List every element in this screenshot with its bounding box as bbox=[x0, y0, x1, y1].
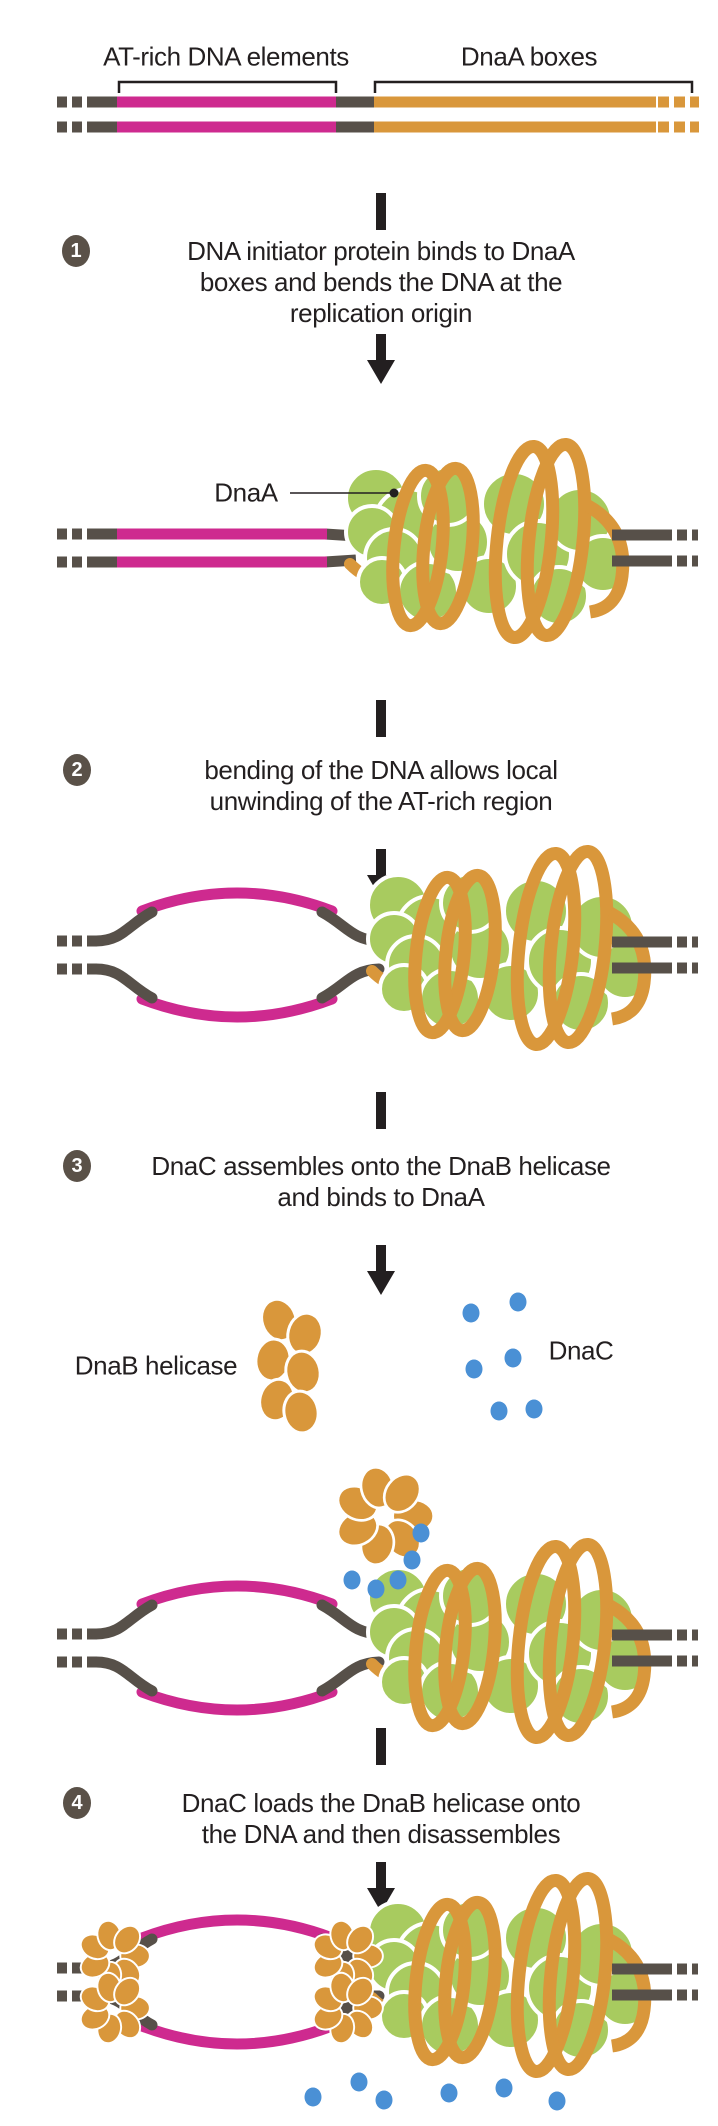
step-3-badge: 3 bbox=[63, 1150, 91, 1182]
dnab-helicase-left-bottom bbox=[75, 1969, 151, 2047]
step-2-number: 2 bbox=[71, 758, 83, 781]
step-1-badge: 1 bbox=[62, 235, 90, 267]
helicase-docking-diagram bbox=[57, 1462, 700, 1741]
dnaa-boxes-label: DnaA boxes bbox=[460, 41, 598, 72]
dnab-helicase-label: DnaB helicase bbox=[74, 1350, 238, 1381]
dnab-dnac-legend bbox=[254, 1292, 543, 1435]
origin-dna-map bbox=[57, 80, 699, 133]
step1-connector-bar bbox=[376, 193, 386, 230]
released-dnac-dots bbox=[304, 2072, 566, 2111]
dnaa-label: DnaA bbox=[214, 477, 278, 508]
replication-bubble bbox=[57, 1586, 379, 1710]
at-rich-region-strands bbox=[117, 96, 336, 133]
step2-connector-bar bbox=[376, 700, 386, 737]
dnaa-complex bbox=[368, 849, 653, 1048]
caption-line: replication origin bbox=[289, 298, 473, 328]
dnac-label: DnaC bbox=[548, 1335, 614, 1366]
step4-connector-bar bbox=[376, 1728, 386, 1765]
caption-line: bending of the DNA allows local bbox=[204, 755, 558, 785]
caption-line: DNA initiator protein binds to DnaA bbox=[187, 236, 575, 266]
at-rich-region-label: AT-rich DNA elements bbox=[103, 41, 349, 72]
helicase-loaded-diagram bbox=[57, 1876, 700, 2111]
dnaa-bound-diagram bbox=[57, 442, 700, 641]
caption-line: unwinding of the AT-rich region bbox=[209, 786, 553, 816]
dnaa-boxes-bracket bbox=[373, 80, 694, 93]
step-2-badge: 2 bbox=[63, 754, 91, 786]
step-2-caption: bending of the DNA allows local unwindin… bbox=[120, 755, 642, 817]
step-1-number: 1 bbox=[70, 239, 82, 262]
step-4-number: 4 bbox=[71, 1791, 83, 1814]
step-3-number: 3 bbox=[71, 1154, 83, 1177]
dnaa-complex bbox=[346, 442, 631, 641]
step3-arrow bbox=[367, 1245, 395, 1295]
dnaa-box-region-strands bbox=[374, 96, 699, 133]
dnaa-complex bbox=[368, 1876, 653, 2075]
step3-connector-bar bbox=[376, 1092, 386, 1129]
dnac-dots bbox=[462, 1292, 543, 1421]
dnab-helicase bbox=[330, 1462, 436, 1570]
caption-line: DnaC assembles onto the DnaB helicase bbox=[151, 1151, 611, 1181]
caption-line: DnaC loads the DnaB helicase onto bbox=[181, 1788, 581, 1818]
step-3-caption: DnaC assembles onto the DnaB helicase an… bbox=[120, 1151, 642, 1213]
caption-line: boxes and bends the DNA at the bbox=[199, 267, 563, 297]
dnaa-leader-line bbox=[290, 488, 399, 498]
step-4-badge: 4 bbox=[63, 1787, 91, 1819]
step-4-caption: DnaC loads the DnaB helicase onto the DN… bbox=[120, 1788, 642, 1850]
step1-arrow bbox=[367, 334, 395, 384]
dnac-dots bbox=[343, 1523, 430, 1599]
replication-bubble bbox=[57, 893, 379, 1017]
dnab-helicase-glyph bbox=[254, 1297, 324, 1435]
caption-line: and binds to DnaA bbox=[277, 1182, 485, 1212]
dnaa-complex bbox=[368, 1542, 653, 1741]
step-1-caption: DNA initiator protein binds to DnaA boxe… bbox=[120, 236, 642, 329]
at-rich-bracket bbox=[117, 80, 338, 93]
caption-line: the DNA and then disassembles bbox=[201, 1819, 561, 1849]
